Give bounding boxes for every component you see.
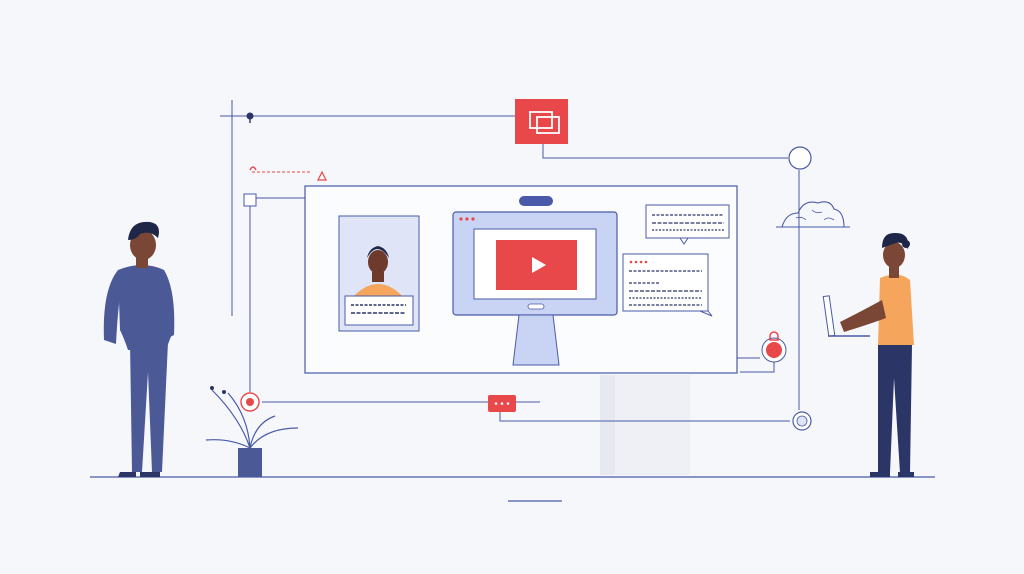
small-square-node [243, 193, 257, 207]
warning-icon [249, 166, 327, 181]
monitor-button [527, 303, 545, 310]
red-target-node [761, 331, 787, 363]
cloud-icon [776, 201, 850, 228]
chat-message-1 [645, 204, 730, 245]
play-icon [532, 257, 546, 273]
plant-pot [238, 448, 262, 477]
profile-card [338, 215, 420, 332]
monitor-camera [519, 196, 553, 206]
avatar [368, 250, 388, 274]
map-pin-icon [246, 112, 254, 123]
shadow-facet [615, 375, 690, 475]
person-right [822, 232, 914, 477]
caption-lines [351, 304, 406, 314]
chat-bubble-icon [488, 395, 516, 412]
person-left [103, 221, 175, 477]
chat-message-2 [622, 253, 713, 317]
media-window-icon [515, 99, 568, 144]
caption-box [344, 295, 414, 326]
red-ring-node [240, 392, 260, 412]
node-circle-top-right [788, 146, 812, 170]
plant [205, 386, 299, 477]
monitor-stand [512, 314, 560, 366]
monitor [452, 196, 618, 366]
avatar-hair [128, 221, 159, 240]
